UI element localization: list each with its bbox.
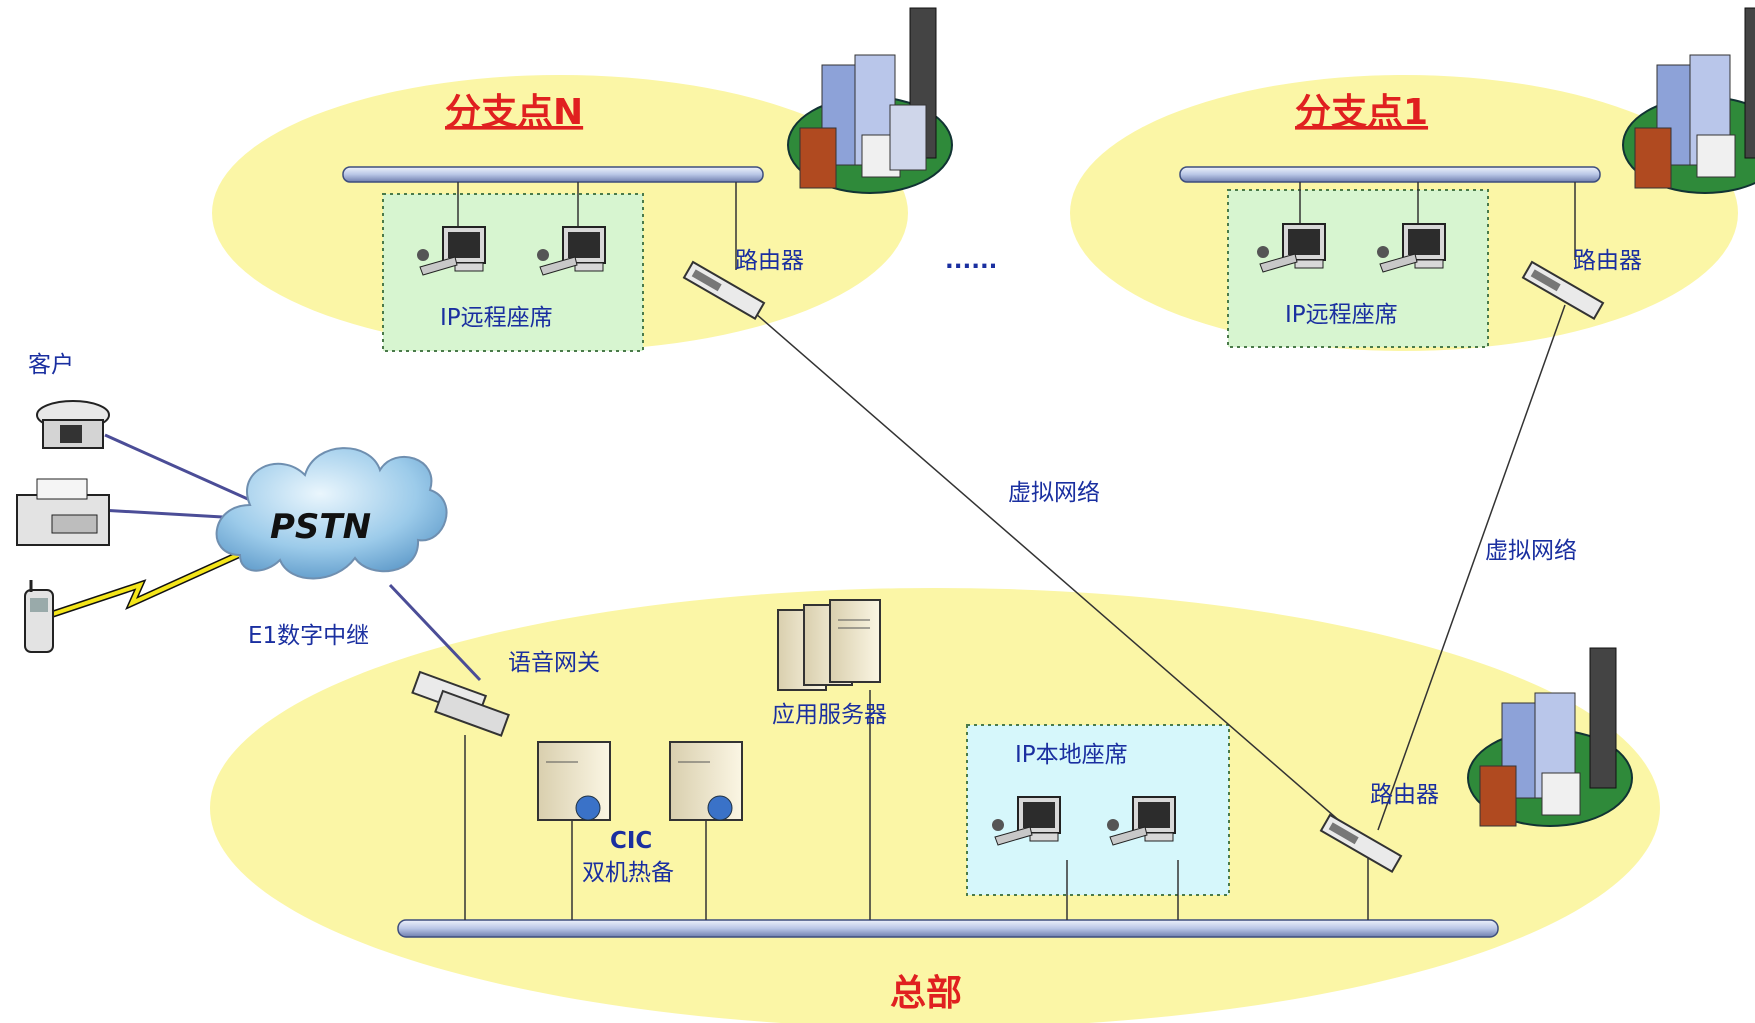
- hq-router-label: 路由器: [1370, 782, 1439, 808]
- cic-server-icon: [669, 741, 743, 821]
- router-icon: [1319, 813, 1403, 873]
- workstation-icon: [992, 796, 1061, 846]
- hq-title: 总部: [890, 973, 962, 1014]
- pstn-cloud: PSTN: [215, 447, 448, 580]
- router-icon: [682, 260, 766, 320]
- hq-local-agent-group: [966, 724, 1230, 896]
- branch-1-title: 分支点1: [1295, 92, 1428, 133]
- building-branch-n: [787, 7, 953, 194]
- branch-n-router-label: 路由器: [735, 248, 804, 274]
- building-branch-1: [1622, 7, 1755, 194]
- building-hq: [1467, 647, 1633, 827]
- workstation-icon: [417, 226, 486, 276]
- hq-drops: [464, 690, 1369, 920]
- workstation-icon: [1257, 223, 1326, 273]
- branch-1-agent-group: [1227, 189, 1489, 348]
- workstation-icon: [1107, 796, 1176, 846]
- branch-n-title: 分支点N: [445, 92, 583, 133]
- workstation-icon: [537, 226, 606, 276]
- cic-label: CIC: [610, 828, 652, 854]
- customer-label: 客户: [28, 352, 74, 378]
- voice-gateway-label: 语音网关: [508, 650, 600, 676]
- router-icon: [1521, 260, 1605, 320]
- app-server-icon: [777, 599, 881, 691]
- mobile-phone-icon: [24, 580, 54, 653]
- workstation-icon: [1377, 223, 1446, 273]
- telephone-icon: [36, 400, 110, 449]
- virtual-network-label-2: 虚拟网络: [1485, 538, 1577, 564]
- app-server-label: 应用服务器: [772, 702, 887, 728]
- branch-1-bus: [1179, 166, 1601, 183]
- virtual-link-branch-1: [1377, 304, 1566, 831]
- branch-n-agents-label: IP远程座席: [440, 305, 553, 331]
- hq-zone: [210, 588, 1660, 1023]
- branch-n-bus: [342, 166, 764, 183]
- branch-1-router-label: 路由器: [1573, 248, 1642, 274]
- pstn-label: PSTN: [270, 507, 371, 547]
- hot-standby-label: 双机热备: [582, 860, 674, 886]
- branch-1-agents-label: IP远程座席: [1285, 302, 1398, 328]
- cic-server-icon: [537, 741, 611, 821]
- customer-links: [48, 433, 482, 682]
- local-agents-label: IP本地座席: [1015, 742, 1128, 768]
- voice-gateway-icon: [411, 670, 510, 737]
- ellipsis: ......: [945, 248, 997, 274]
- hq-bus: [397, 919, 1499, 938]
- virtual-link-branch-n: [739, 299, 1351, 831]
- trunk-label: E1数字中继: [248, 623, 369, 649]
- virtual-network-label-1: 虚拟网络: [1008, 480, 1100, 506]
- fax-icon: [16, 478, 110, 546]
